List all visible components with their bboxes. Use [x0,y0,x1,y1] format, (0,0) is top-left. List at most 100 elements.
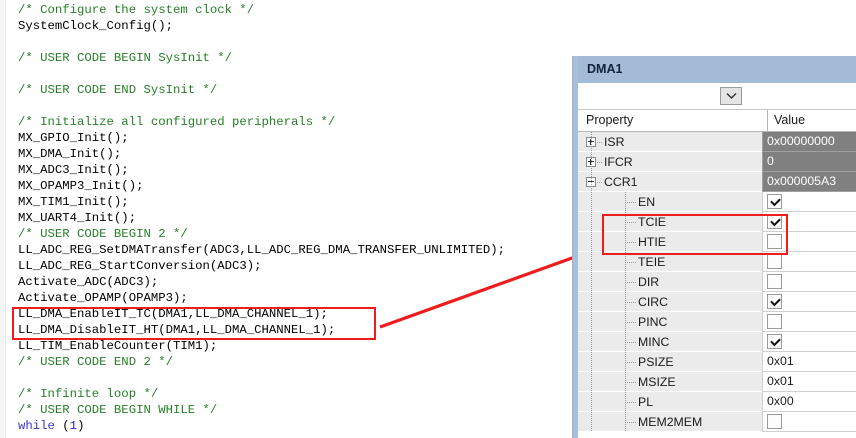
tree-guide [625,262,636,263]
checkbox-tcie[interactable] [767,214,782,229]
code-token: LL_ADC_REG_StartConversion(ADC3); [18,259,262,273]
code-token: MX_DMA_Init(); [18,147,122,161]
property-value-cell[interactable] [762,292,856,312]
register-select-dropdown[interactable] [720,87,742,105]
property-name-cell[interactable]: CIRC [578,292,762,312]
property-value-cell[interactable] [762,332,856,352]
property-label: MSIZE [638,375,676,389]
property-row[interactable]: CCR1 0x000005A3 [578,172,856,192]
property-value-cell[interactable] [762,412,856,432]
code-line: /* Initialize all configured peripherals… [18,114,505,130]
property-name-cell[interactable]: DIR [578,272,762,292]
code-token: /* Configure the system clock */ [18,3,255,17]
tree-guide [625,362,636,363]
property-name-cell[interactable]: TCIE [578,212,762,232]
property-name-cell[interactable]: IFCR [578,152,762,172]
property-value-cell[interactable] [762,252,856,272]
value-text: 0x00000000 [767,134,835,148]
tree-guide [625,422,636,423]
property-label: DIR [638,275,660,289]
property-name-cell[interactable]: ISR [578,132,762,152]
code-token: Activate_ADC(ADC3); [18,275,159,289]
property-row[interactable]: HTIE [578,232,856,252]
checkbox-mem2mem[interactable] [767,414,782,429]
property-name-cell[interactable]: TEIE [578,252,762,272]
property-value-cell[interactable]: 0x01 [762,372,856,392]
property-row[interactable]: EN [578,192,856,212]
tree-guide [591,272,592,292]
checkbox-circ[interactable] [767,294,782,309]
property-value-cell: 0x00000000 [762,132,856,152]
tree-guide [625,382,636,383]
property-label: TEIE [638,255,666,269]
property-label: PSIZE [638,355,674,369]
property-row[interactable]: CIRC [578,292,856,312]
property-name-cell[interactable]: PSIZE [578,352,762,372]
checkbox-minc[interactable] [767,334,782,349]
tree-guide [591,332,592,352]
code-line: MX_TIM1_Init(); [18,194,505,210]
property-value-cell[interactable] [762,272,856,292]
tree-guide [591,132,592,152]
code-text[interactable]: /* Configure the system clock */SystemCl… [18,2,505,434]
property-name-cell[interactable]: CCR1 [578,172,762,192]
code-token: /* Infinite loop */ [18,387,159,401]
property-value-cell[interactable] [762,312,856,332]
property-label: TCIE [638,215,667,229]
property-name-cell[interactable]: MEM2MEM [578,412,762,432]
property-row[interactable]: ISR 0x00000000 [578,132,856,152]
property-value-cell[interactable]: 0x00 [762,392,856,412]
panel-title: DMA1 [578,56,856,83]
checkbox-pinc[interactable] [767,314,782,329]
checkbox-dir[interactable] [767,274,782,289]
checkbox-teie[interactable] [767,254,782,269]
code-line: while (1) [18,418,505,434]
editor-gutter [0,0,6,438]
code-token: LL_DMA_EnableIT_TC(DMA1,LL_DMA_CHANNEL_1… [18,307,328,321]
code-line [18,98,505,114]
code-line: SystemClock_Config(); [18,18,505,34]
panel-column-headers: Property Value [578,110,856,132]
panel-toolbar [578,83,856,110]
tree-guide [591,152,592,172]
checkbox-htie[interactable] [767,234,782,249]
property-value-cell[interactable] [762,212,856,232]
property-row[interactable]: PSIZE 0x01 [578,352,856,372]
tree-guide [591,252,592,272]
property-label: ISR [604,135,625,149]
property-name-cell[interactable]: EN [578,192,762,212]
property-name-cell[interactable]: PINC [578,312,762,332]
property-name-cell[interactable]: MINC [578,332,762,352]
property-row[interactable]: TEIE [578,252,856,272]
property-row[interactable]: MINC [578,332,856,352]
code-token: LL_TIM_EnableCounter(TIM1); [18,339,218,353]
property-value-cell[interactable] [762,232,856,252]
property-value-cell[interactable] [762,192,856,212]
checkbox-en[interactable] [767,194,782,209]
property-value-cell: 0 [762,152,856,172]
code-line: Activate_OPAMP(OPAMP3); [18,290,505,306]
property-name-cell[interactable]: HTIE [578,232,762,252]
code-line: LL_ADC_REG_StartConversion(ADC3); [18,258,505,274]
property-name-cell[interactable]: MSIZE [578,372,762,392]
property-label: IFCR [604,155,633,169]
property-row[interactable]: MSIZE 0x01 [578,372,856,392]
property-row[interactable]: MEM2MEM [578,412,856,432]
property-value-cell[interactable]: 0x01 [762,352,856,372]
code-editor-pane[interactable]: /* Configure the system clock */SystemCl… [0,0,572,438]
code-token: LL_ADC_REG_SetDMATransfer(ADC3,LL_ADC_RE… [18,243,506,257]
property-label: CCR1 [604,175,638,189]
property-value-cell: 0x000005A3 [762,172,856,192]
property-label: PINC [638,315,668,329]
property-row[interactable]: TCIE [578,212,856,232]
property-row[interactable]: PINC [578,312,856,332]
code-line [18,370,505,386]
property-row[interactable]: DIR [578,272,856,292]
property-row[interactable]: IFCR 0 [578,152,856,172]
tree-guide [591,172,592,192]
code-line: /* USER CODE END SysInit */ [18,82,505,98]
column-header-value: Value [767,110,805,131]
property-name-cell[interactable]: PL [578,392,762,412]
